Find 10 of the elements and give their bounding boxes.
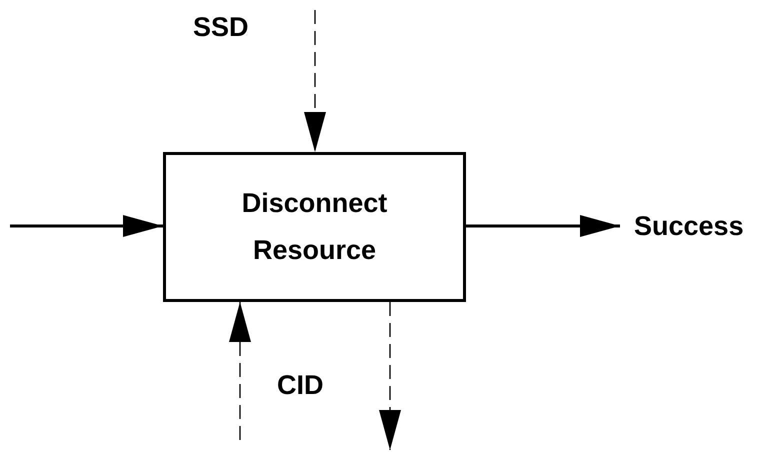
dashed-arrow — [304, 10, 326, 152]
process-box — [163, 152, 466, 302]
dashed-arrow — [379, 302, 401, 450]
output-label: Success — [634, 204, 780, 248]
arrow — [10, 215, 163, 237]
signal-label: SSD — [193, 12, 249, 43]
dashed-arrow — [229, 302, 251, 440]
signal-label: CID — [277, 370, 324, 401]
arrow — [466, 215, 620, 237]
process-label: Disconnect Resource — [240, 187, 388, 267]
